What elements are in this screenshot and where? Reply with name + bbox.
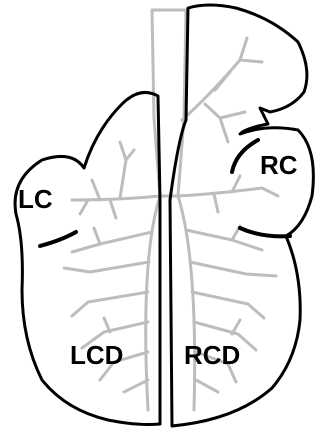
left-lung-outline [15,92,160,424]
right-middle-bronchus [178,176,278,212]
fissure-right [240,228,290,236]
label-rc: RC [260,150,298,180]
label-lcd: LCD [70,340,123,370]
fissure-left [40,232,76,246]
right-cranial-bronchus [182,38,262,142]
left-cranial-bronchus [72,142,160,218]
label-rcd: RCD [184,340,240,370]
label-lc: LC [18,184,53,214]
right-caudal-bronchus [178,196,276,410]
left-caudal-bronchus [64,196,160,410]
fissure-right-upper [232,140,258,172]
lung-outlines [15,5,313,426]
